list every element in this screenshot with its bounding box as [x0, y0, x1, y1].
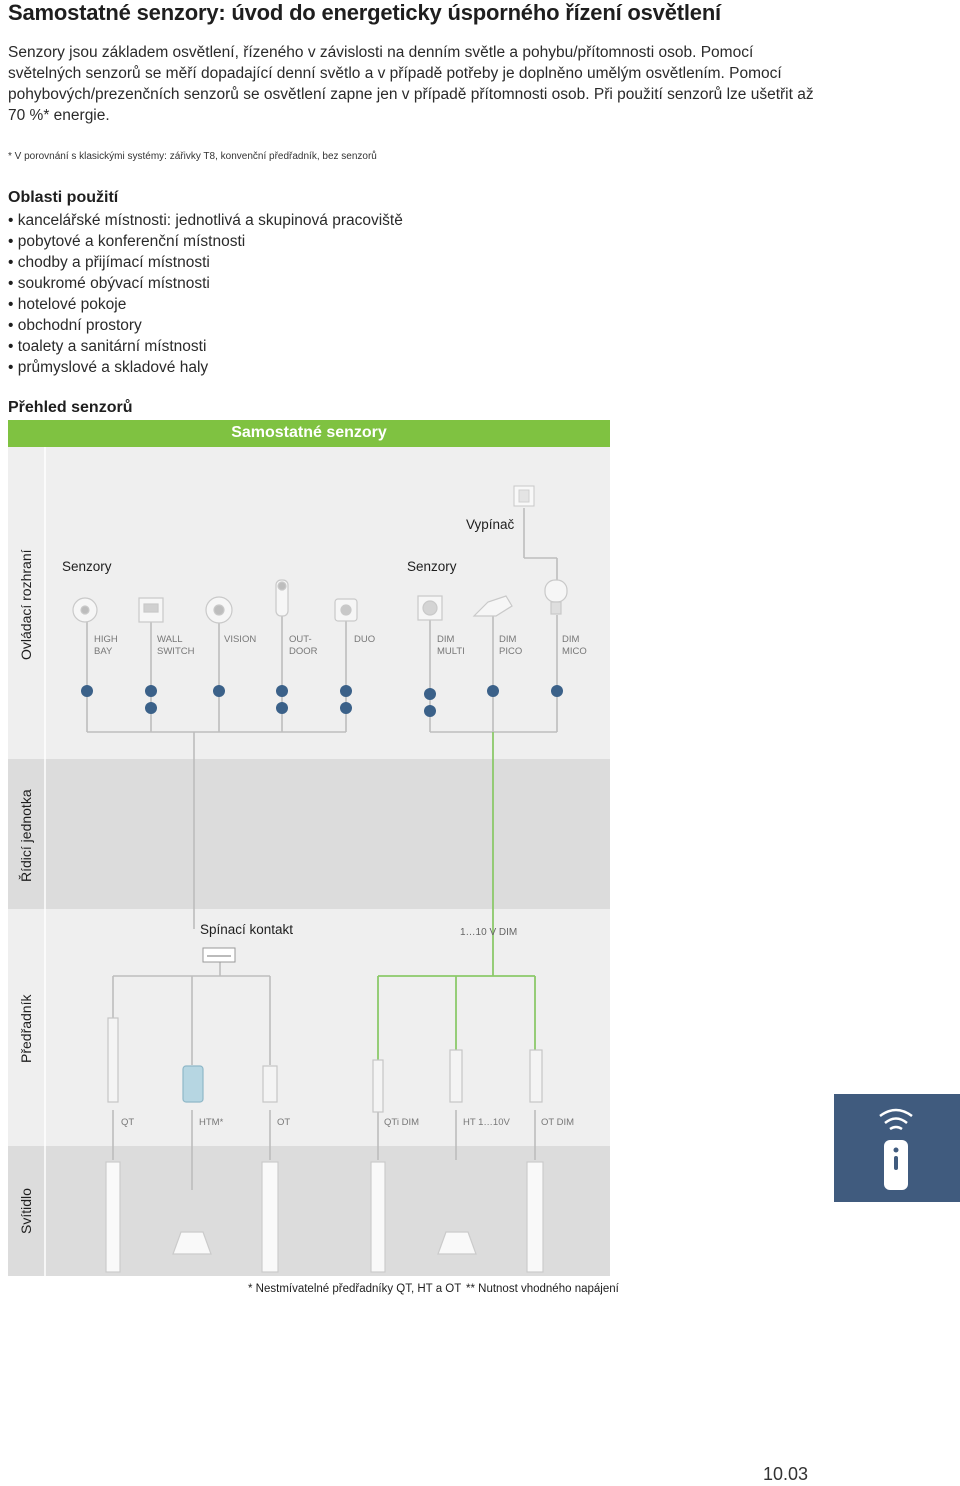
page-number: 10.03 — [763, 1464, 809, 1484]
diagram-graphics — [8, 447, 610, 1276]
list-item: soukromé obývací místnosti — [8, 273, 403, 294]
dim-label: 1…10 V DIM — [460, 927, 518, 938]
relay-icon — [202, 947, 236, 963]
overview-banner: Samostatné senzory — [8, 420, 610, 447]
connector-dots — [81, 685, 563, 717]
footnote: * V porovnání s klasickými systémy: záři… — [8, 151, 377, 162]
sensor-icons — [72, 579, 568, 624]
spot-luminaire-icon — [437, 1231, 477, 1255]
luminaire-icons — [105, 1161, 544, 1273]
ballast-label-htm: HTM* — [199, 1117, 224, 1128]
ballast-qt-icon — [107, 1017, 119, 1103]
led-strip-luminaire-icon — [526, 1161, 544, 1273]
ballast-icons — [107, 1017, 543, 1113]
list-item: průmyslové a skladové haly — [8, 357, 403, 378]
row-label-control-unit: Řídicí jednotka — [18, 789, 34, 882]
intro-paragraph: Senzory jsou základem osvětlení, řízenéh… — [8, 44, 814, 124]
list-item: toalety a sanitární místnosti — [8, 336, 403, 357]
ballast-label-qti-dim: QTi DIM — [384, 1117, 420, 1128]
sensor-label-duo: DUO — [354, 634, 376, 645]
areas-list: kancelářské místnosti: jednotlivá a skup… — [8, 210, 403, 378]
band-control-unit — [8, 759, 610, 909]
areas-heading: Oblasti použití — [8, 189, 119, 206]
sensor-overview-diagram: Samostatné senzory Ovládací rozhraní Říd… — [0, 420, 620, 1290]
dim-wires — [377, 732, 536, 1060]
sensor-label-outdoor: OUT-DOOR — [289, 634, 318, 657]
sensor-wires — [86, 508, 558, 1190]
band-ballast — [8, 909, 610, 1146]
ballast-label-ot: OT — [277, 1117, 291, 1128]
caption-ballasts: * Nestmívatelné předřadníky QT, HT a OT — [248, 1283, 462, 1295]
ballast-qti-dim-icon — [372, 1059, 384, 1113]
ballast-label-ot-dim: OT DIM — [541, 1117, 575, 1128]
sensor-label-vision: VISION — [224, 634, 257, 645]
tube-luminaire-icon — [105, 1161, 121, 1273]
relay-label: Spínací kontakt — [200, 922, 294, 937]
ballast-label-ht: HT 1…10V — [463, 1117, 510, 1128]
ballast-ht-icon — [449, 1049, 463, 1103]
list-item: chodby a přijímací místnosti — [8, 252, 403, 273]
list-item: pobytové a konferenční místnosti — [8, 231, 403, 252]
dim-mico-sensor-icon — [544, 579, 568, 603]
led-strip-luminaire-icon — [261, 1161, 279, 1273]
dim-pico-sensor-icon — [472, 595, 513, 617]
list-item: obchodní prostory — [8, 315, 403, 336]
page-title: Samostatné senzory: úvod do energeticky … — [8, 0, 721, 25]
list-item: kancelářské místnosti: jednotlivá a skup… — [8, 210, 403, 231]
sensors-left-label: Senzory — [62, 559, 112, 574]
row-label-luminaire: Svítidlo — [18, 1188, 34, 1234]
sensors-right-label: Senzory — [407, 559, 457, 574]
ballast-htm-icon — [182, 1065, 204, 1103]
overview-heading: Přehled senzorů — [8, 399, 133, 416]
ballast-ot-dim-icon — [529, 1049, 543, 1103]
row-label-control: Ovládací rozhraní — [18, 549, 34, 661]
list-item: hotelové pokoje — [8, 294, 403, 315]
spot-luminaire-icon — [172, 1231, 212, 1255]
remote-sensor-icon — [879, 1108, 913, 1190]
section-tab — [834, 1094, 960, 1202]
row-label-ballast: Předřadník — [18, 994, 34, 1063]
switch-label: Vypínač — [466, 517, 515, 532]
tube-luminaire-icon — [370, 1161, 386, 1273]
band-luminaire — [8, 1146, 610, 1276]
caption-power: ** Nutnost vhodného napájení — [466, 1283, 619, 1295]
ballast-ot-icon — [262, 1065, 278, 1103]
ballast-label-qt: QT — [121, 1117, 135, 1128]
